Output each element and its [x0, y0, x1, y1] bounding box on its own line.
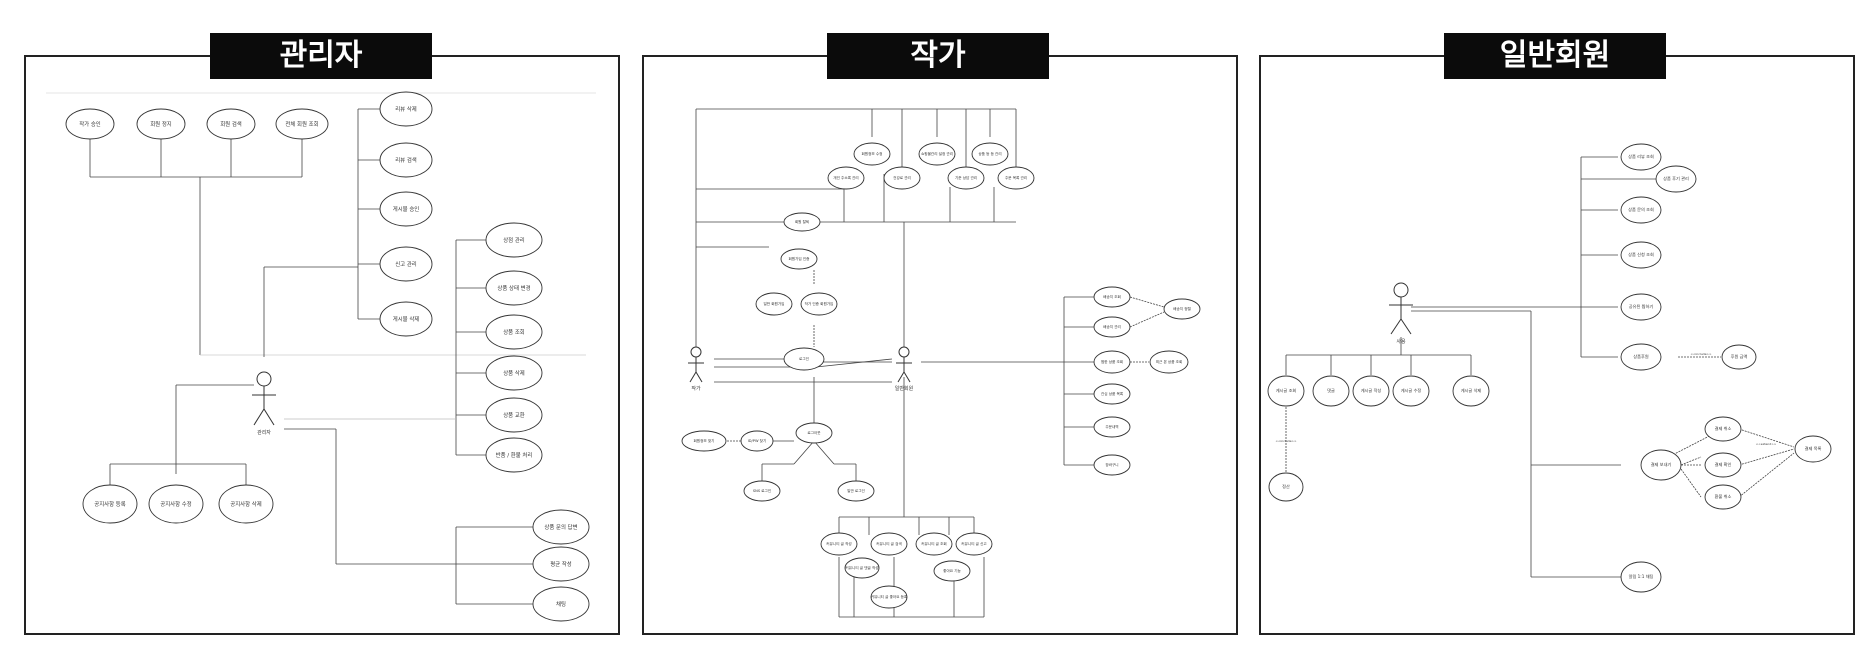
use-case: 반품 / 환불 처리: [496, 451, 533, 459]
use-case: 작가 승인: [79, 120, 101, 128]
use-case: 상품 문의 답변: [544, 523, 577, 531]
use-case: 평균 작성: [550, 560, 572, 568]
artist-panel: 작가 일반회원 회원정보 수정 쇼핑몰관리 설정 관리 상품 등 등 관리 개인…: [642, 55, 1238, 635]
admin-title: 관리자: [210, 33, 432, 79]
use-case: 환불 취소: [1715, 493, 1732, 500]
use-case: 결제 취소: [1715, 425, 1732, 432]
member-actor: [1389, 282, 1413, 335]
artist-title: 작가: [827, 33, 1049, 79]
use-case: 상품후원: [1633, 353, 1649, 360]
use-case: 커뮤니티 글 조회: [921, 541, 946, 546]
use-case: 상점 관리: [503, 236, 525, 244]
use-case: 상품 조회: [503, 328, 525, 336]
use-case: 배송지 관리: [1103, 324, 1121, 329]
artist-diagram: 작가 일반회원 회원정보 수정 쇼핑몰관리 설정 관리 상품 등 등 관리 개인…: [681, 108, 1201, 618]
use-case: 후원 금액: [1731, 353, 1748, 360]
use-case: 게시물 삭제: [393, 315, 420, 323]
use-case: ID/PW 찾기: [748, 438, 767, 443]
use-case: 상품 후기 관리: [1663, 175, 1689, 182]
stereotype-label: <<include>>: [1691, 352, 1712, 356]
stereotype-label: <<extend>>: [1756, 442, 1777, 446]
use-case: 정산: [1282, 483, 1290, 489]
use-case: 게시글 삭제: [1461, 387, 1482, 394]
use-case: 회원정보 찾기: [694, 438, 715, 443]
admin-panel: 관리자 작가 승인 회원 정지 회원 검색 전체 회원 조회 리뷰 삭제 리뷰 …: [24, 55, 620, 635]
use-case: 관심 상품 목록: [1101, 391, 1124, 396]
use-case: 공유된 찜하기: [1629, 303, 1654, 310]
use-case: 로그인: [799, 356, 809, 361]
use-case: 회원정보 수정: [862, 151, 883, 156]
use-case: 결제 보내기: [1651, 461, 1672, 468]
use-case: 공지사항 수정: [160, 500, 192, 508]
use-case: 상품 삭제: [503, 369, 525, 377]
member-panel: 사용 상품 리뷰 조회 상품 후기 관리 상품 문의 조회 상품 신청 조회 공…: [1259, 55, 1855, 635]
use-case: 채팅: [556, 600, 566, 608]
use-case: 찜한 상품 조회: [1101, 359, 1123, 364]
use-case: 작가 인증 회원가입: [805, 301, 834, 306]
use-case: 상품 신청 조회: [1628, 251, 1654, 258]
use-case: 로그아웃: [807, 430, 821, 435]
member-actor-label: 일반회원: [895, 385, 914, 392]
use-case: 공지사항 등록: [94, 500, 126, 508]
use-case: 상품 등 등 관리: [978, 151, 1001, 156]
use-case: 댓글: [1327, 387, 1335, 394]
member-actor-label: 사용: [1396, 338, 1406, 345]
use-case: 게시글 조회: [1276, 387, 1297, 394]
use-case: 결제 확인: [1715, 461, 1732, 468]
use-case: 결제 목록: [1805, 445, 1822, 452]
artist-actor: [688, 346, 704, 383]
use-case: 개인 주소록 관리: [833, 175, 858, 180]
use-case: 게시글 작성: [1361, 387, 1382, 394]
use-case: 일반 로그인: [847, 488, 865, 493]
use-case: 리뷰 삭제: [395, 105, 417, 113]
use-case: 좋아요 기능: [943, 568, 961, 573]
admin-actor-label: 관리자: [257, 429, 271, 436]
use-case: 알림 1:1 채팅: [1629, 573, 1654, 580]
use-case: 회원 검색: [220, 120, 242, 128]
admin-diagram: 관리자 작가 승인 회원 정지 회원 검색 전체 회원 조회 리뷰 삭제 리뷰 …: [46, 91, 596, 622]
use-case: 상품 문의 조회: [1628, 206, 1654, 213]
stereotype-label: <<include>>: [1276, 439, 1297, 443]
use-case: 기준 상담 관리: [955, 175, 977, 180]
use-case: 게시글 수정: [1401, 387, 1422, 394]
use-case: 장바구니: [1105, 462, 1118, 467]
use-case: 회원가입 인증: [789, 256, 811, 261]
use-case: 리뷰 검색: [395, 156, 417, 164]
use-case: 상품 교환: [503, 411, 525, 419]
use-case: 회원 정지: [150, 120, 172, 128]
use-case: 커뮤니티 글 좋아요 등록: [871, 594, 908, 599]
use-case: 배송지 조회: [1103, 294, 1121, 299]
use-case: 회원 탈퇴: [795, 219, 809, 224]
use-case: 배송지 정렬: [1173, 306, 1191, 311]
admin-actor: [252, 371, 276, 426]
use-case: 쇼핑몰관리 설정 관리: [921, 151, 953, 156]
use-case: 일반 회원가입: [764, 301, 785, 306]
use-case: 커뮤니티 글 검색: [876, 541, 901, 546]
use-case: SNS 로그인: [753, 488, 771, 493]
use-case: 주문 목록 관리: [1005, 175, 1027, 180]
use-case: 건강로 관리: [893, 175, 911, 180]
artist-actor-label: 작가: [691, 385, 701, 392]
member-actor: [896, 346, 912, 383]
use-case: 최근 본 상품 조회: [1156, 359, 1183, 364]
use-case: 상품 리뷰 조회: [1628, 153, 1654, 160]
use-case: 신고 관리: [395, 260, 417, 268]
use-case: 커뮤니티 글 댓글 작성: [845, 565, 878, 570]
use-case: 공지사항 삭제: [230, 500, 262, 508]
use-case: 상품 상태 변경: [497, 284, 530, 292]
use-case: 커뮤니티 글 신고: [961, 541, 987, 546]
use-case: 커뮤니티 글 작성: [826, 541, 851, 546]
use-case: 전체 회원 조회: [285, 120, 318, 128]
use-case: 게시물 승인: [393, 205, 420, 213]
member-title: 일반회원: [1444, 33, 1666, 79]
member-diagram: 사용 상품 리뷰 조회 상품 후기 관리 상품 문의 조회 상품 신청 조회 공…: [1267, 143, 1832, 593]
use-case: 주문내역: [1105, 424, 1118, 429]
